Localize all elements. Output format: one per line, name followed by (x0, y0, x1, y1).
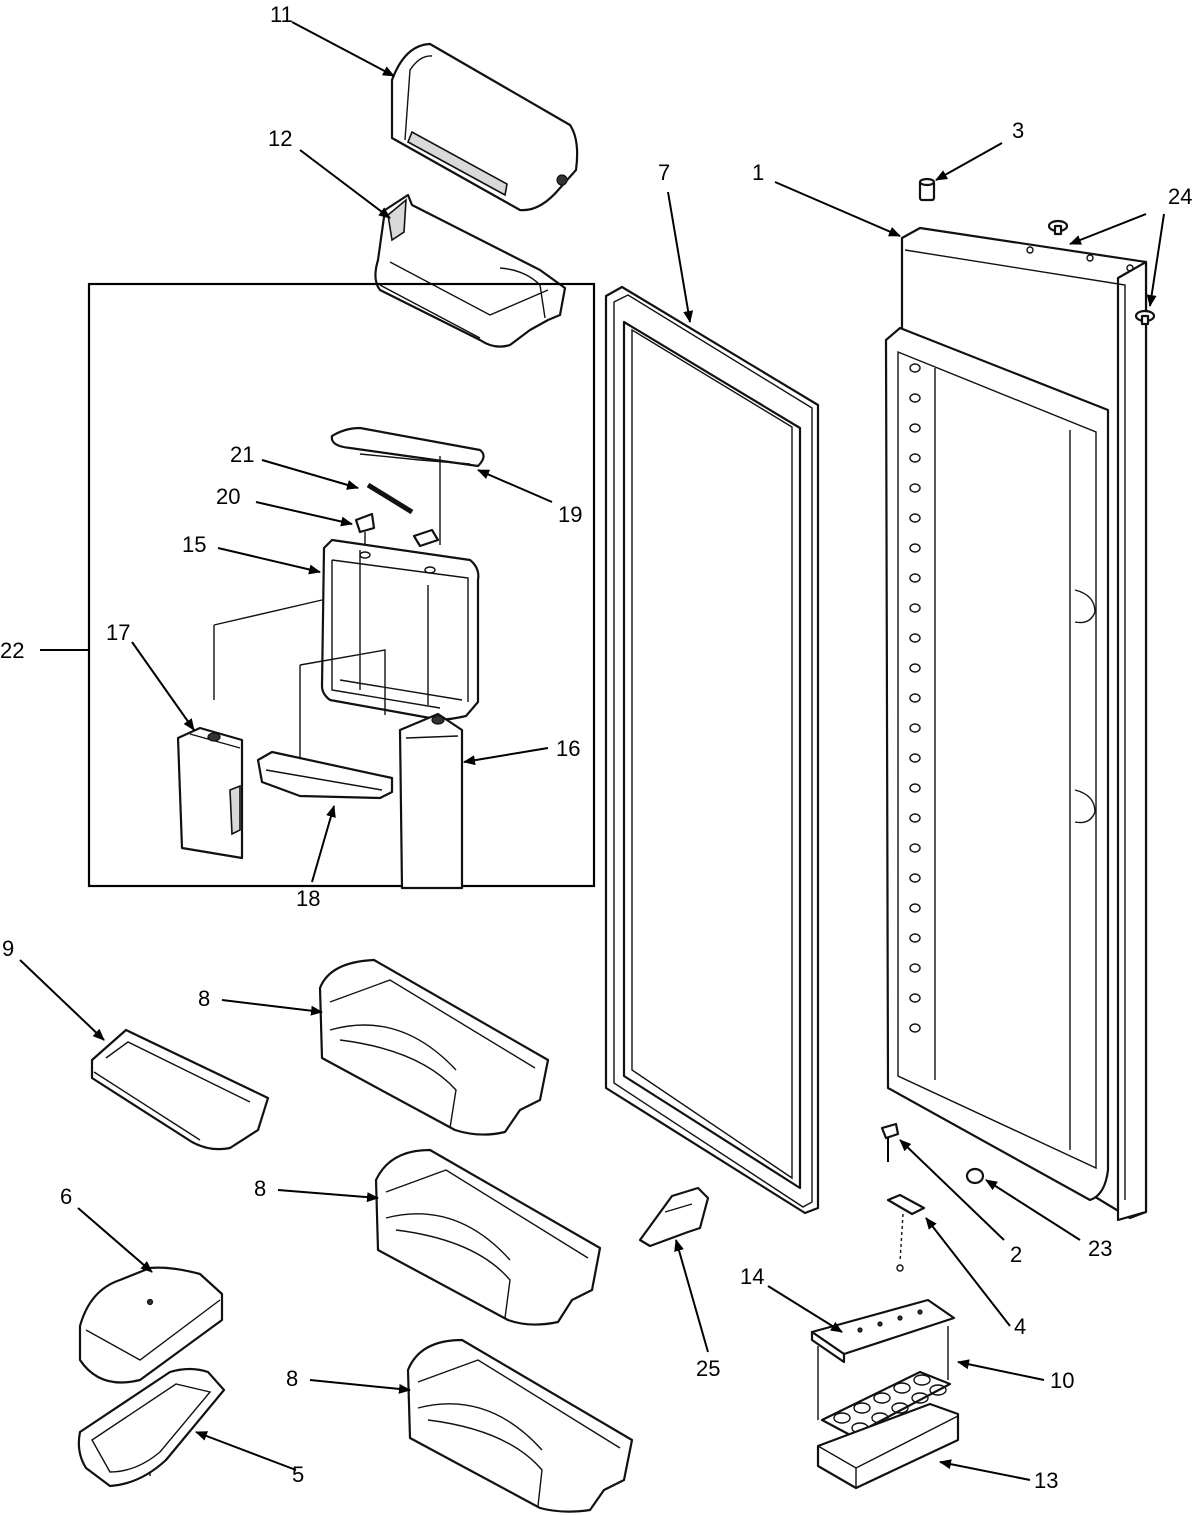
part-15-frame (320, 538, 480, 721)
part-3-hinge-bushing (918, 177, 936, 202)
callout-8-middle: 8 (254, 1176, 266, 1201)
callout-1: 1 (752, 160, 764, 185)
part-16-right-door (398, 712, 464, 890)
callout-13: 13 (1034, 1468, 1058, 1493)
callout-11: 11 (270, 2, 293, 27)
callout-18: 18 (296, 886, 320, 911)
callout-14: 14 (740, 1264, 764, 1289)
callout-3: 3 (1012, 118, 1024, 143)
part-8-door-bin-lower (406, 1338, 634, 1513)
callout-9: 9 (2, 936, 14, 961)
callout-24: 24 (1168, 184, 1192, 209)
callout-5: 5 (292, 1462, 304, 1487)
callout-20: 20 (216, 484, 240, 509)
callout-labels: 11 12 7 1 3 24 21 20 19 15 22 17 16 18 9… (0, 2, 1192, 1493)
callout-2: 2 (1010, 1242, 1022, 1267)
part-1-door-assembly (884, 226, 1148, 1222)
callout-21: 21 (230, 442, 254, 467)
leader-arrows (19, 21, 1165, 1481)
callout-22: 22 (0, 638, 24, 663)
callout-7: 7 (658, 160, 670, 185)
part-9-shallow-bin (90, 1028, 270, 1151)
callout-16: 16 (556, 736, 580, 761)
part-8-door-bin-upper (318, 958, 550, 1136)
callout-6: 6 (60, 1184, 72, 1209)
part-5-butter-tray (77, 1367, 226, 1488)
part-23-plug (965, 1167, 985, 1185)
part-25-bracket (638, 1186, 710, 1248)
part-17-left-door (176, 726, 244, 860)
part-14-egg-cover (810, 1298, 956, 1364)
part-18-small-bin (256, 750, 394, 800)
part-11-dairy-cover (390, 42, 579, 212)
part-6-butter-cover (78, 1266, 224, 1384)
callout-4: 4 (1014, 1314, 1026, 1339)
part-24-plugs (1047, 219, 1156, 326)
callout-10: 10 (1050, 1368, 1074, 1393)
callout-12: 12 (268, 126, 292, 151)
callout-19: 19 (558, 502, 582, 527)
callout-23: 23 (1088, 1236, 1112, 1261)
part-4-hinge-plate (886, 1193, 926, 1272)
callout-17: 17 (106, 620, 130, 645)
part-2-screw (880, 1122, 900, 1162)
part-21-rod (366, 482, 414, 515)
part-19-cover (330, 426, 485, 468)
part-12-dairy-bin (374, 193, 567, 348)
part-8-door-bin-middle (374, 1148, 602, 1326)
shelf-peg-holes (909, 363, 921, 1033)
assembly-22-boundary (87, 282, 596, 888)
callout-8-upper: 8 (198, 986, 210, 1011)
callout-15: 15 (182, 532, 206, 557)
part-7-door-gasket (604, 285, 820, 1215)
callout-25: 25 (696, 1356, 720, 1381)
part-20-clips (354, 456, 441, 550)
callout-8-lower: 8 (286, 1366, 298, 1391)
part-13-egg-bin (816, 1402, 960, 1490)
